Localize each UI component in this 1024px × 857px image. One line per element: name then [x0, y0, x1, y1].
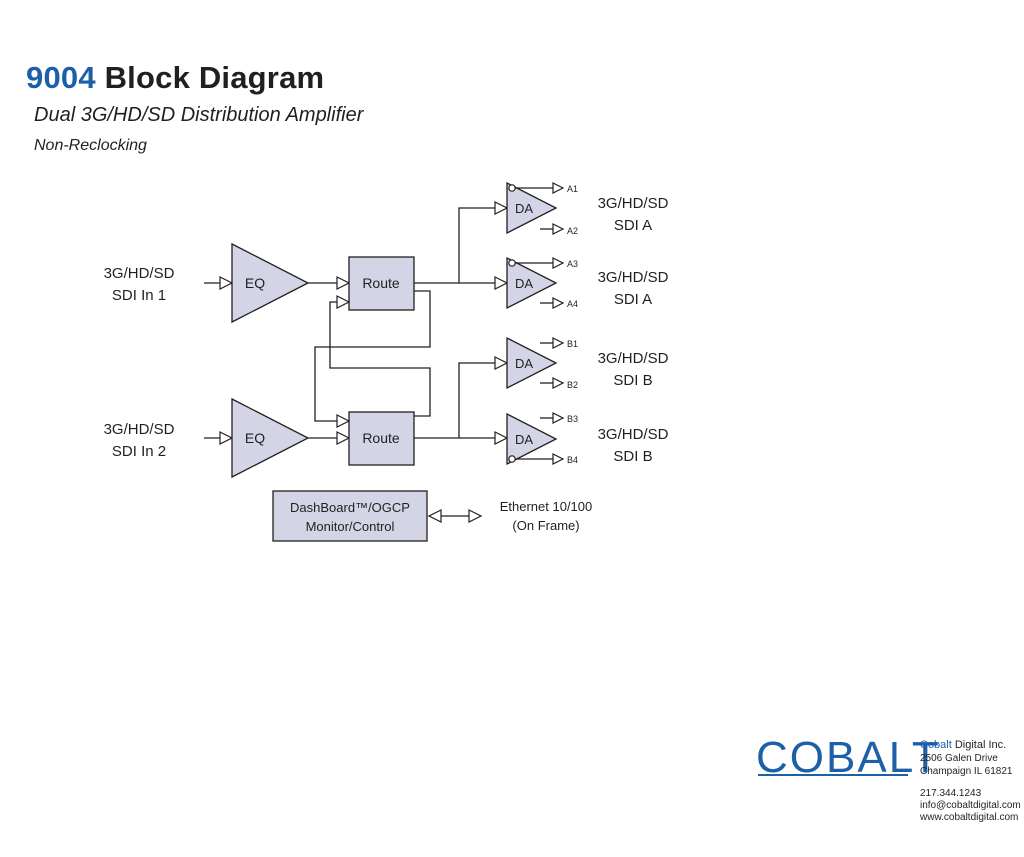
da-block-b34: DA B3 B4	[506, 412, 578, 466]
logo-underline	[758, 774, 908, 776]
da-b12-label: DA	[515, 356, 533, 371]
cobalt-logo: COBALT	[756, 733, 941, 782]
route-1-label: Route	[362, 275, 400, 291]
output-a12-line1: 3G/HD/SD	[598, 195, 669, 212]
input-1-label-line2: SDI In 1	[112, 287, 166, 304]
output-a34-line1: 3G/HD/SD	[598, 269, 669, 286]
tag-a1: A1	[567, 184, 578, 194]
tag-b4: B4	[567, 455, 578, 465]
contact-info: 217.344.1243 info@cobaltdigital.com www.…	[920, 788, 1021, 824]
input-2-label-line2: SDI In 2	[112, 443, 166, 460]
tag-a3: A3	[567, 259, 578, 269]
control-block: DashBoard™/OGCP Monitor/Control	[272, 490, 428, 542]
page-subtitle-secondary: Non-Reclocking	[34, 137, 147, 154]
route-block-1: Route	[348, 256, 415, 311]
page-subtitle: Dual 3G/HD/SD Distribution Amplifier	[34, 104, 364, 126]
tag-b3: B3	[567, 414, 578, 424]
control-line2: Monitor/Control	[306, 519, 395, 534]
eq-1-label: EQ	[245, 275, 265, 291]
phone: 217.344.1243	[920, 788, 982, 799]
email-link[interactable]: info@cobaltdigital.com	[920, 800, 1021, 811]
route-2-label: Route	[362, 430, 400, 446]
company-brand: Cobalt	[920, 739, 952, 751]
da-a34-label: DA	[515, 276, 533, 291]
control-line1: DashBoard™/OGCP	[290, 500, 410, 515]
output-b12-line1: 3G/HD/SD	[598, 350, 669, 367]
address-line2: Champaign IL 61821	[920, 766, 1013, 777]
da-block-a34: DA A3 A4	[506, 256, 578, 310]
company-info: Cobalt Digital Inc. 2506 Galen Drive Cha…	[920, 739, 1012, 778]
company-name: Cobalt Digital Inc.	[920, 739, 1012, 752]
route-block-2: Route	[348, 411, 415, 466]
title-text: Block Diagram	[104, 60, 325, 95]
eq2-to-route2-arrow	[308, 431, 351, 445]
input-1-label-line1: 3G/HD/SD	[104, 265, 175, 282]
route2-output-bus	[414, 356, 509, 445]
da-a12-label: DA	[515, 201, 533, 216]
eq-2-label: EQ	[245, 430, 265, 446]
company-name-rest: Digital Inc.	[951, 739, 1007, 751]
input-2-arrow	[204, 431, 234, 445]
output-b12-line2: SDI B	[613, 372, 652, 389]
input-2-label-line1: 3G/HD/SD	[104, 421, 175, 438]
output-a12-line2: SDI A	[614, 217, 652, 234]
eq-block-1: EQ	[231, 242, 310, 324]
output-b34-line2: SDI B	[613, 448, 652, 465]
tag-b1: B1	[567, 339, 578, 349]
page-title: 9004 Block Diagram	[26, 60, 324, 96]
address-line1: 2506 Galen Drive	[920, 753, 998, 764]
output-a34-line2: SDI A	[614, 291, 652, 308]
crossfeed-route2-to-route1	[329, 295, 431, 417]
da-b34-label: DA	[515, 432, 533, 447]
ethernet-line2: (On Frame)	[512, 518, 579, 533]
tag-a4: A4	[567, 299, 578, 309]
tag-a2: A2	[567, 226, 578, 236]
eq-block-2: EQ	[231, 397, 310, 479]
ethernet-line1: Ethernet 10/100	[500, 499, 593, 514]
ethernet-link-arrow	[427, 509, 483, 523]
input-1-arrow	[204, 276, 234, 290]
da-block-b12: DA B1 B2	[506, 336, 578, 390]
tag-b2: B2	[567, 380, 578, 390]
route1-output-bus	[414, 201, 509, 290]
eq1-to-route1-arrow	[308, 276, 351, 290]
output-b34-line1: 3G/HD/SD	[598, 426, 669, 443]
da-block-a12: DA A1 A2	[506, 181, 578, 236]
crossfeed-route1-to-route2	[314, 290, 431, 428]
title-number: 9004	[26, 60, 96, 95]
website-link[interactable]: www.cobaltdigital.com	[920, 812, 1019, 823]
